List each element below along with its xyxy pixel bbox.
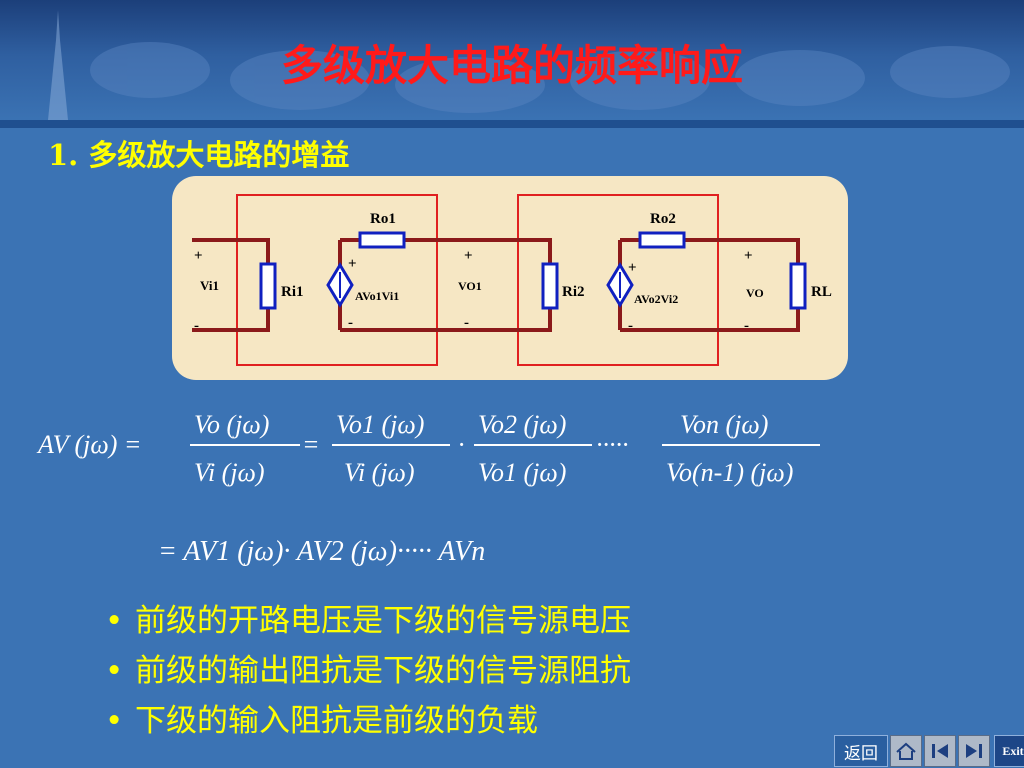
bullet-list: •前级的开路电压是下级的信号源电压 •前级的输出阻抗是下级的信号源阻抗 •下级的… <box>105 600 631 750</box>
resistor-ro2 <box>638 231 686 249</box>
eq1-equals: = <box>302 430 320 459</box>
header-divider <box>0 120 1024 128</box>
eq1-frac1-den: Vi (jω) <box>194 458 265 487</box>
gain-equation-1: AV (jω) = Vo (jω) Vi (jω) = Vo1 (jω) Vi … <box>36 410 820 487</box>
minus-1: - <box>194 318 199 334</box>
home-icon <box>896 742 916 760</box>
prev-icon <box>932 744 948 758</box>
eq1-frac4-den: Vo(n-1) (jω) <box>666 458 793 487</box>
label-ri1: Ri1 <box>281 284 304 300</box>
stage1-box <box>236 194 438 366</box>
eq1-frac2-num: Vo1 (jω) <box>336 410 424 439</box>
nav-bar: 返回 Exit <box>834 735 1024 767</box>
label-vi1: Vi1 <box>200 278 219 293</box>
plus-5: + <box>744 248 753 264</box>
list-item: •下级的输入阻抗是前级的负载 <box>105 703 538 739</box>
circuit-diagram: Ro1 Ro2 Ri1 Ri2 RL Vi1 VO1 VO AVo1Vi1 AV… <box>172 176 848 380</box>
list-item: •前级的输出阻抗是下级的信号源阻抗 <box>105 653 631 689</box>
header-banner <box>0 0 1024 122</box>
minus-4: - <box>628 318 633 334</box>
label-vo: VO <box>746 286 764 300</box>
plus-3: + <box>464 248 473 264</box>
eq1-frac2-den: Vi (jω) <box>344 458 415 487</box>
gain-equation-2: = AV1 (jω)· AV2 (jω)····· AVn <box>158 536 485 567</box>
label-vo1: VO1 <box>458 279 482 293</box>
eq1-frac1-num: Vo (jω) <box>194 410 269 439</box>
eq1-frac3-num: Vo2 (jω) <box>478 410 566 439</box>
page-title: 多级放大电路的频率响应 <box>280 41 743 90</box>
plus-2: + <box>348 256 357 272</box>
minus-3: - <box>464 315 469 331</box>
list-item: •前级的开路电压是下级的信号源电压 <box>105 603 631 639</box>
label-src1: AVo1Vi1 <box>355 289 399 303</box>
home-button[interactable] <box>890 735 922 767</box>
resistor-ri2 <box>541 262 559 310</box>
exit-button[interactable]: Exit <box>994 735 1024 767</box>
eq1-dot: · <box>458 430 465 459</box>
header-decoration <box>48 10 1010 120</box>
label-rl: RL <box>811 284 832 300</box>
section-heading: 1. 多级放大电路的增益 <box>48 138 350 172</box>
resistor-rl <box>789 262 807 310</box>
eq2-text: = AV1 (jω)· AV2 (jω)····· AVn <box>158 536 485 567</box>
minus-2: - <box>348 315 353 331</box>
label-ri2: Ri2 <box>562 284 585 300</box>
label-src2: AVo2Vi2 <box>634 292 678 306</box>
resistor-ri1 <box>259 262 277 310</box>
resistor-ro1 <box>358 231 406 249</box>
next-button[interactable] <box>958 735 990 767</box>
prev-button[interactable] <box>924 735 956 767</box>
eq1-frac4-num: Von (jω) <box>680 410 768 439</box>
eq1-lhs: AV (jω) = <box>36 430 141 459</box>
plus-1: + <box>194 248 203 264</box>
label-ro1: Ro1 <box>370 211 396 227</box>
tower-decoration <box>48 10 68 120</box>
stage2-box <box>517 194 719 366</box>
circuit-svg: Ro1 Ro2 Ri1 Ri2 RL Vi1 VO1 VO AVo1Vi1 AV… <box>192 194 832 366</box>
minus-5: - <box>744 318 749 334</box>
next-icon <box>966 744 982 758</box>
plus-4: + <box>628 260 637 276</box>
back-button[interactable]: 返回 <box>834 735 888 767</box>
eq1-dots: ····· <box>596 430 629 459</box>
eq1-frac3-den: Vo1 (jω) <box>478 458 566 487</box>
label-ro2: Ro2 <box>650 211 676 227</box>
